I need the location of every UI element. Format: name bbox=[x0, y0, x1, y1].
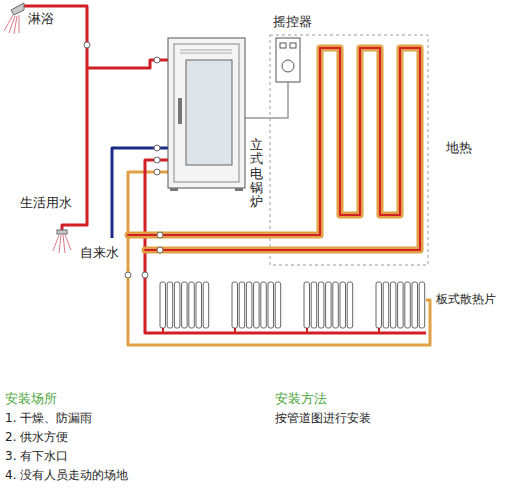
electric-boiler-part bbox=[180, 50, 232, 51]
faucet-part bbox=[53, 235, 71, 253]
shower-head-part bbox=[4, 15, 19, 34]
electric-boiler-part bbox=[235, 188, 243, 191]
panel-radiator-part bbox=[182, 282, 188, 328]
panel-radiator-part bbox=[311, 282, 317, 328]
panel-radiator-part bbox=[232, 282, 238, 328]
panel-radiator bbox=[232, 282, 281, 333]
panel-radiator-part bbox=[239, 282, 245, 328]
body-text: 按管道图进行安装 bbox=[275, 411, 371, 425]
tap-water-pipe-part bbox=[112, 148, 168, 238]
panel-radiator bbox=[376, 282, 425, 333]
panel-radiator-part bbox=[234, 328, 236, 333]
panel-radiator-part bbox=[160, 282, 166, 328]
control-wire-part bbox=[245, 82, 288, 118]
panel-radiator-part bbox=[196, 282, 202, 328]
valve-part bbox=[154, 157, 160, 163]
tap-water-pipe bbox=[112, 148, 168, 238]
valve bbox=[84, 42, 163, 278]
pipe-label: 自来水 bbox=[80, 245, 119, 261]
section-heading: 安装方法 bbox=[275, 391, 327, 407]
remote-control-part bbox=[282, 60, 294, 72]
panel-radiator-part bbox=[162, 328, 164, 333]
panel-radiator-part bbox=[378, 328, 380, 333]
shower-head-part-part bbox=[4, 15, 13, 31]
valve-part bbox=[154, 169, 160, 175]
panel-radiator-part bbox=[304, 282, 310, 328]
faucet-part-part bbox=[63, 235, 65, 253]
panel-radiator-part bbox=[306, 328, 308, 333]
panel-radiators bbox=[160, 282, 425, 333]
control-wire bbox=[245, 82, 288, 118]
list-item: 4. 没有人员走动的场地 bbox=[5, 468, 128, 482]
faucet-part-part bbox=[53, 235, 59, 251]
panel-radiator-part bbox=[254, 282, 260, 328]
valve-part bbox=[142, 272, 148, 278]
fixture-label: 淋浴 bbox=[28, 11, 54, 27]
panel-radiator-part bbox=[174, 282, 180, 328]
electric-boiler-part bbox=[170, 188, 178, 191]
panel-radiator-part bbox=[340, 282, 346, 328]
list-item: 3. 有下水口 bbox=[5, 449, 68, 463]
floor-heating-region-part bbox=[270, 35, 428, 265]
electric-boiler-part bbox=[186, 60, 232, 165]
shower-head-part-part bbox=[19, 15, 20, 33]
electric-boiler-part bbox=[180, 53, 232, 54]
shower-head bbox=[4, 3, 24, 34]
radiator-label: 板式散热片 bbox=[436, 292, 496, 306]
valve-part bbox=[154, 57, 160, 63]
shower-head-part bbox=[11, 3, 24, 15]
panel-radiator-part bbox=[347, 282, 353, 328]
floor-heating-region bbox=[270, 35, 428, 265]
valve-part bbox=[154, 145, 160, 151]
panel-radiator bbox=[160, 282, 209, 333]
remote-control bbox=[276, 38, 300, 82]
electric-boiler-part bbox=[178, 98, 182, 124]
electric-boiler bbox=[168, 38, 245, 191]
faucet-part bbox=[57, 230, 67, 234]
panel-radiator-part bbox=[268, 282, 274, 328]
faucet bbox=[53, 230, 71, 253]
panel-radiator-part bbox=[412, 282, 418, 328]
panel-radiator-part bbox=[261, 282, 267, 328]
panel-radiator-part bbox=[419, 282, 425, 328]
remote-control-part bbox=[290, 43, 296, 48]
electric-boiler-part bbox=[174, 44, 239, 182]
device-label: 摇控器 bbox=[273, 14, 312, 30]
panel-radiator-part bbox=[326, 282, 332, 328]
faucet-part-part bbox=[65, 235, 71, 250]
panel-radiator-part bbox=[189, 282, 195, 328]
panel-radiator-part bbox=[390, 282, 396, 328]
panel-radiator-part bbox=[318, 282, 324, 328]
valve-part bbox=[84, 42, 90, 48]
faucet-part-part bbox=[59, 235, 61, 253]
panel-radiator-part bbox=[167, 282, 173, 328]
valve-part bbox=[157, 232, 163, 238]
panel-radiator-part bbox=[246, 282, 252, 328]
remote-control-part bbox=[280, 43, 286, 48]
panel-radiator-part bbox=[275, 282, 281, 328]
shower-head-part-part bbox=[14, 16, 17, 34]
return-pipe bbox=[128, 172, 430, 345]
valve-part bbox=[157, 247, 163, 253]
section-heading: 安装场所 bbox=[5, 391, 57, 407]
panel-radiator-part bbox=[398, 282, 404, 328]
panel-radiator-part bbox=[376, 282, 382, 328]
region-label: 地热 bbox=[446, 140, 472, 156]
panel-radiator-part bbox=[333, 282, 339, 328]
electric-boiler-part bbox=[168, 38, 245, 188]
panel-radiator-part bbox=[203, 282, 209, 328]
list-item: 2. 供水方便 bbox=[5, 430, 68, 444]
return-pipe-part bbox=[128, 172, 430, 345]
remote-control-part bbox=[276, 38, 300, 82]
list-item: 1. 干燥、防漏雨 bbox=[5, 411, 92, 425]
panel-radiator-part bbox=[405, 282, 411, 328]
boiler-label: 立式电锅炉 bbox=[250, 138, 263, 209]
panel-radiator-part bbox=[383, 282, 389, 328]
fixture-label: 生活用水 bbox=[20, 195, 72, 211]
panel-radiator bbox=[304, 282, 353, 333]
valve-part bbox=[125, 272, 131, 278]
